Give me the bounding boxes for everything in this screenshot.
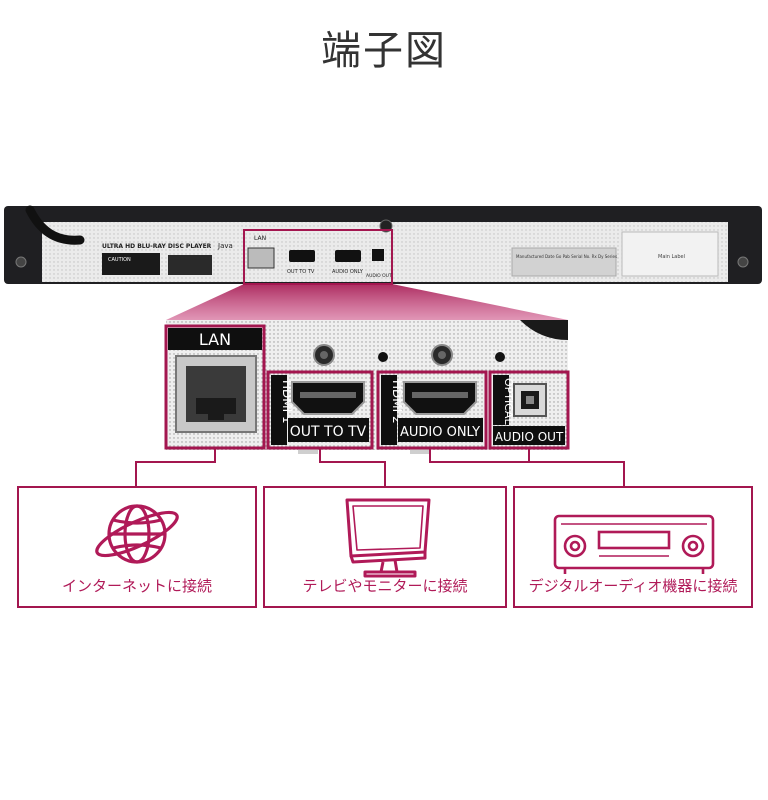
zoom-fan — [166, 284, 568, 320]
device-hdmi2-text: AUDIO ONLY — [332, 269, 364, 275]
model-text: ULTRA HD BLU-RAY DISC PLAYER — [102, 243, 212, 250]
connection-label-internet: インターネットに接続 — [61, 577, 212, 595]
closeup-hdmi1-vertical: HDMI 1 — [280, 380, 294, 424]
monitor-icon — [345, 498, 431, 578]
device-hdmi1-port — [289, 250, 315, 262]
closeup-hdmi1-label: OUT TO TV — [290, 424, 367, 440]
device-lan-text: LAN — [254, 235, 266, 242]
warning-label — [102, 253, 160, 275]
audio-receiver-icon — [553, 514, 715, 574]
label-strip — [511, 247, 617, 277]
lan-label-bar — [168, 328, 262, 350]
closeup-audio-out-label: AUDIO OUT — [495, 430, 564, 444]
connection-label-tv: テレビやモニターに接続 — [302, 577, 468, 595]
closeup-hdmi2-vertical: HDMI 2 — [390, 380, 404, 424]
closeup-lan-label: LAN — [199, 330, 231, 349]
caution-text: CAUTION — [108, 257, 131, 263]
closeup-optical-vertical: OPTICAL — [502, 378, 515, 425]
closeup-hdmi2-highlight — [376, 370, 488, 450]
label-strip-text: Manufactured Date Go Pab Serial No. Rx D… — [516, 254, 617, 259]
connection-label-audio: デジタルオーディオ機器に接続 — [528, 577, 738, 595]
spec-label — [168, 255, 212, 275]
device-optical-port — [372, 249, 384, 261]
connection-box-audio: デジタルオーディオ機器に接続 — [513, 486, 753, 608]
globe-icon — [95, 504, 179, 564]
closeup-hdmi2-label: AUDIO ONLY — [400, 425, 480, 440]
connection-box-tv: テレビやモニターに接続 — [263, 486, 507, 608]
main-label-text: Main Label — [658, 254, 685, 260]
device-audio-out-text: AUDIO OUT — [366, 273, 392, 279]
connection-box-internet: インターネットに接続 — [17, 486, 257, 608]
device-hdmi2-port — [335, 250, 361, 262]
connector-lines — [135, 448, 625, 486]
java-text: Java — [217, 242, 233, 250]
device-hdmi1-text: OUT TO TV — [287, 269, 315, 275]
main-label — [621, 231, 719, 277]
device-lan-port — [247, 247, 275, 269]
page-title: 端子図 — [321, 28, 447, 74]
